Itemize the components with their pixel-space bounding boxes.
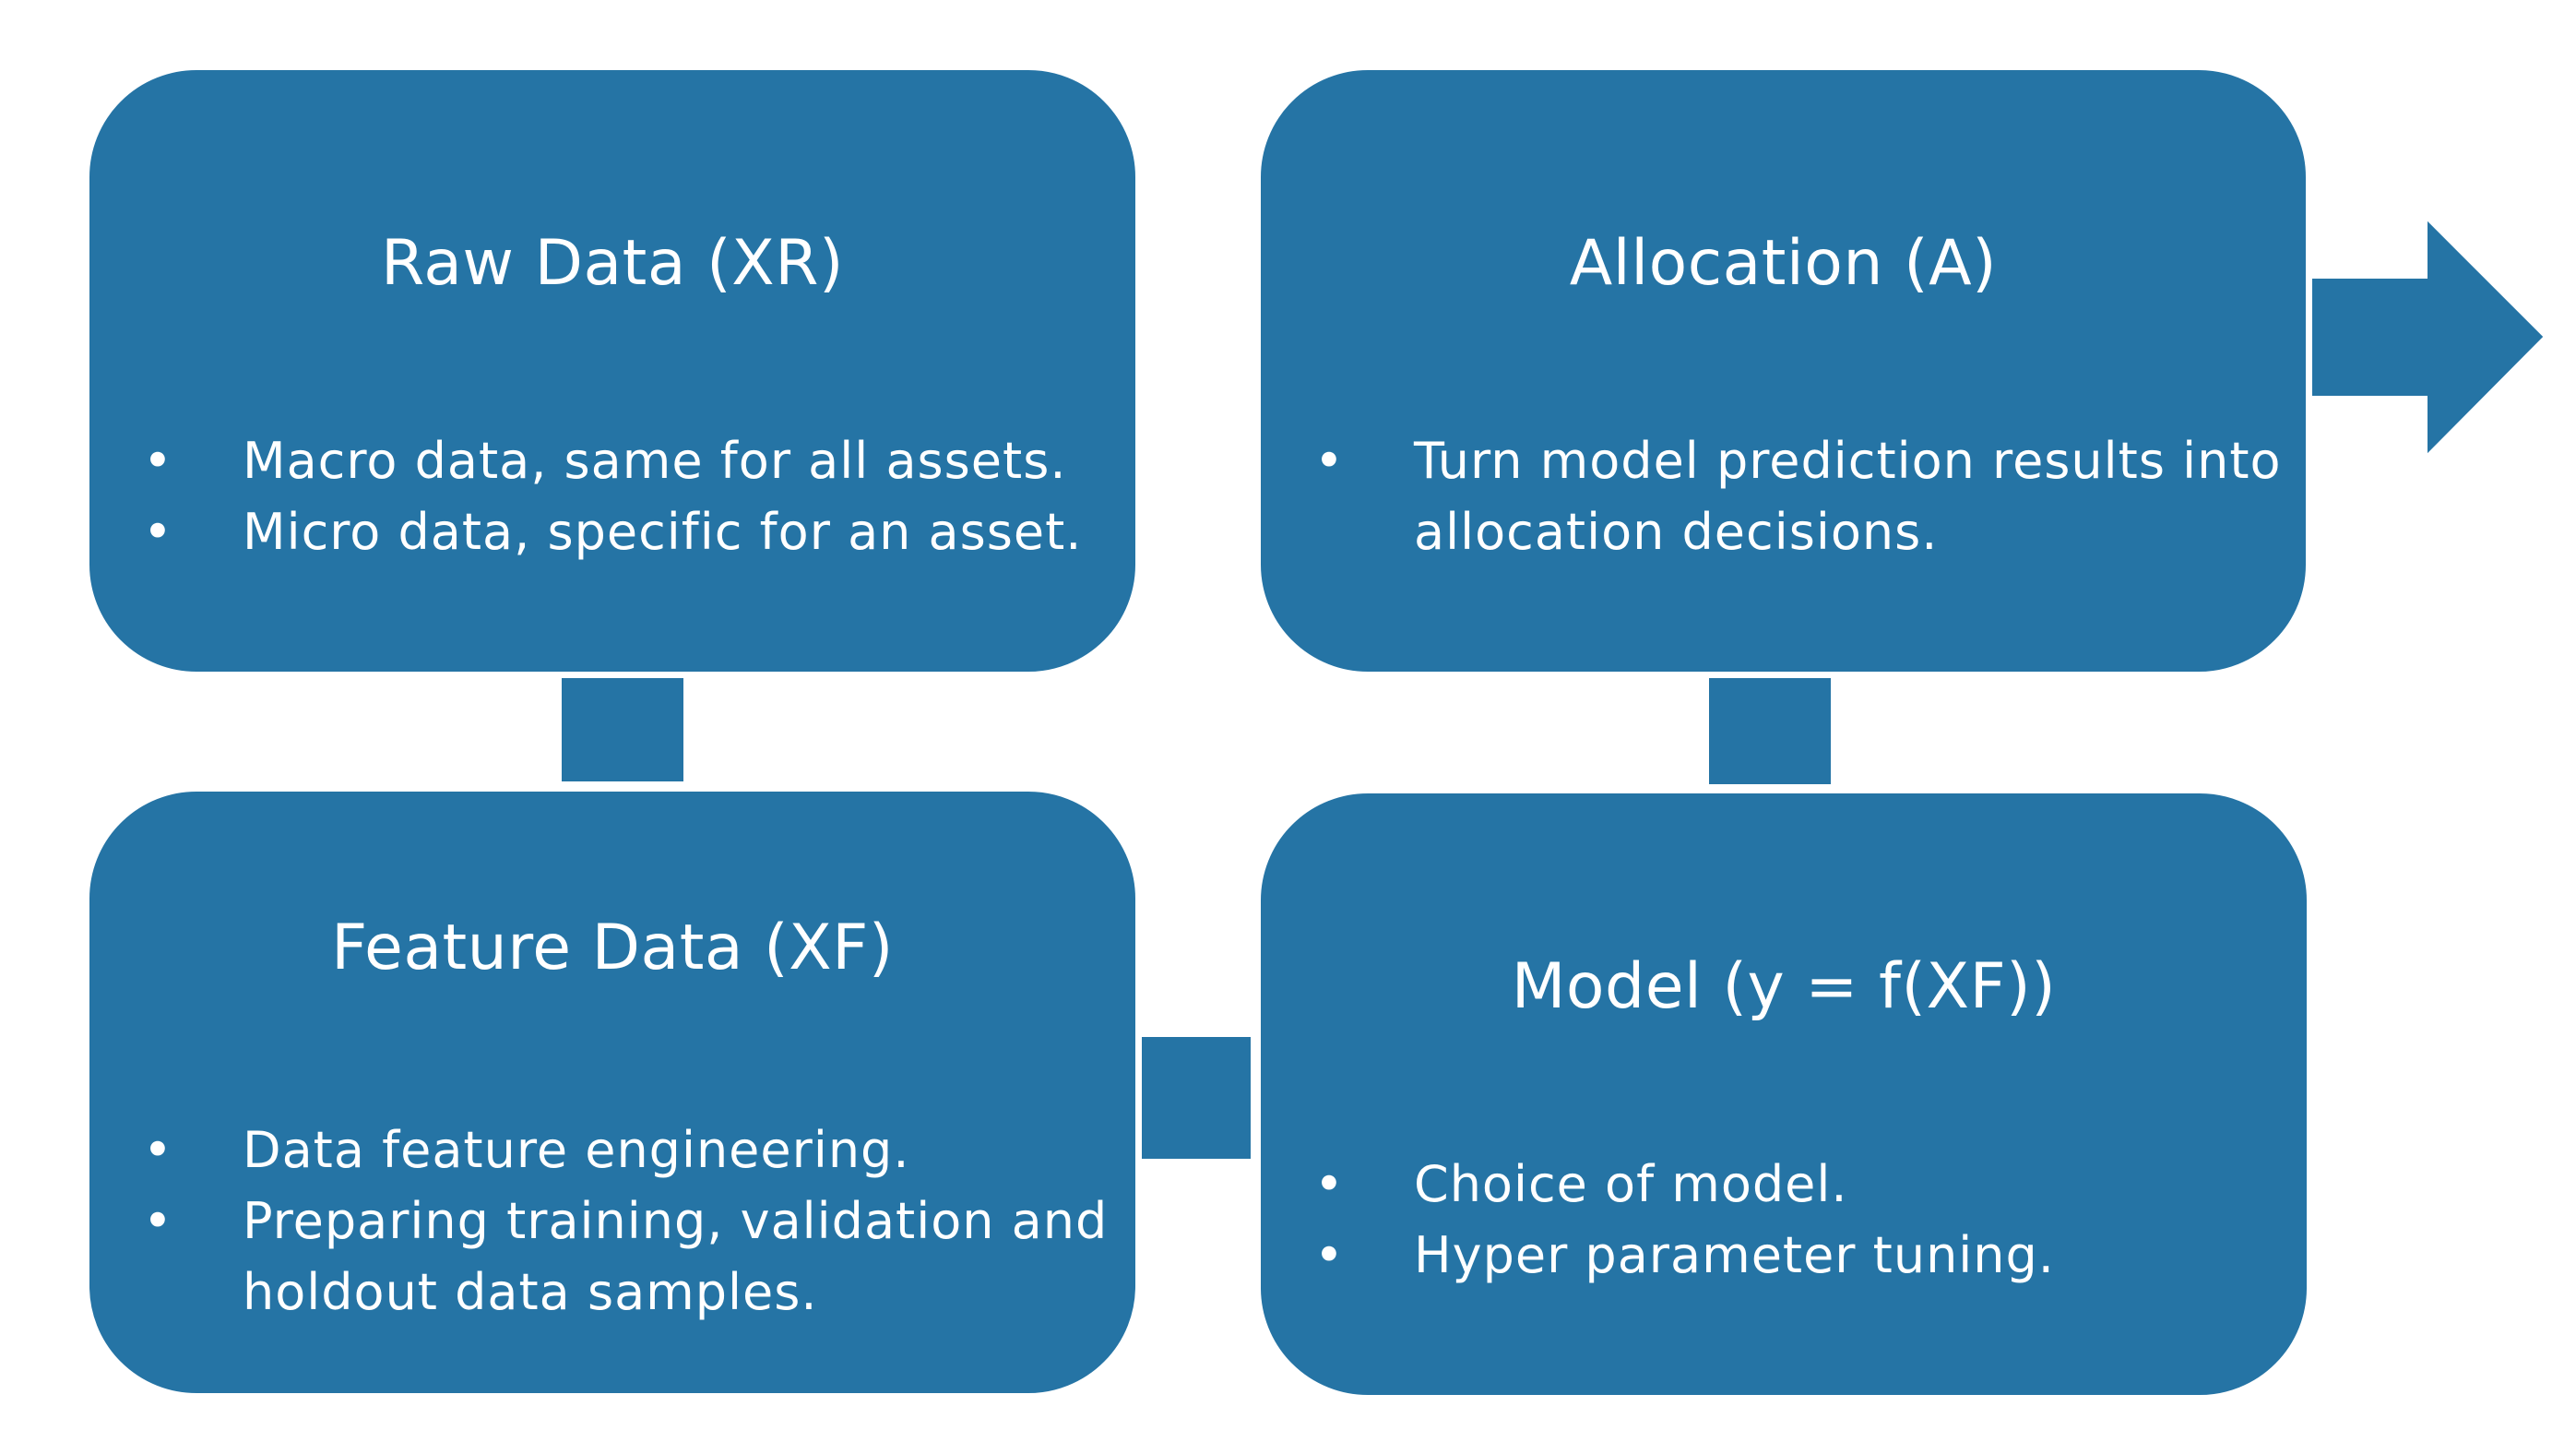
model-bullet-1: Choice of model. [1261,1149,2055,1220]
raw-data-bullet-1: Macro data, same for all assets. [89,425,1082,496]
raw-data-bullets: Macro data, same for all assets. Micro d… [89,425,1082,567]
model-bullet-2: Hyper parameter tuning. [1261,1220,2055,1291]
feature-data-bullet-1: Data feature engineering. [89,1114,1108,1186]
model-title: Model (y = f(XF)) [1511,950,2057,1023]
raw-data-title: Raw Data (XR) [380,227,845,300]
feature-data-bullet-2: Preparing training, validation and [89,1186,1108,1257]
feature-data-bullet-2-cont: holdout data samples. [89,1257,1108,1328]
model-box: Model (y = f(XF)) Choice of model. Hyper… [1257,790,2310,1399]
allocation-bullet-1-cont: allocation decisions. [1414,503,1939,561]
allocation-bullet-1: Turn model prediction results into [1261,425,2282,496]
raw-data-box: Raw Data (XR) Macro data, same for all a… [86,66,1139,675]
output-arrow-shape [2310,214,2548,462]
allocation-bullet-2: allocation decisions. [1261,496,2282,567]
feature-data-title: Feature Data (XF) [331,912,894,984]
raw-data-bullet-2: Micro data, specific for an asset. [89,496,1082,567]
allocation-bullets: Turn model prediction results into alloc… [1261,425,2282,567]
connector-raw-to-feature [562,678,683,781]
connector-feature-to-model [1142,1037,1251,1159]
allocation-box: Allocation (A) Turn model prediction res… [1257,66,2309,675]
feature-data-bullet-2-cont-text: holdout data samples. [243,1263,818,1321]
feature-data-bullets: Data feature engineering. Preparing trai… [89,1114,1108,1328]
right-arrow-icon [2310,214,2548,462]
connector-model-to-allocation [1709,678,1831,784]
allocation-title: Allocation (A) [1569,227,1998,300]
model-bullets: Choice of model. Hyper parameter tuning. [1261,1149,2055,1291]
feature-data-box: Feature Data (XF) Data feature engineeri… [86,788,1139,1397]
